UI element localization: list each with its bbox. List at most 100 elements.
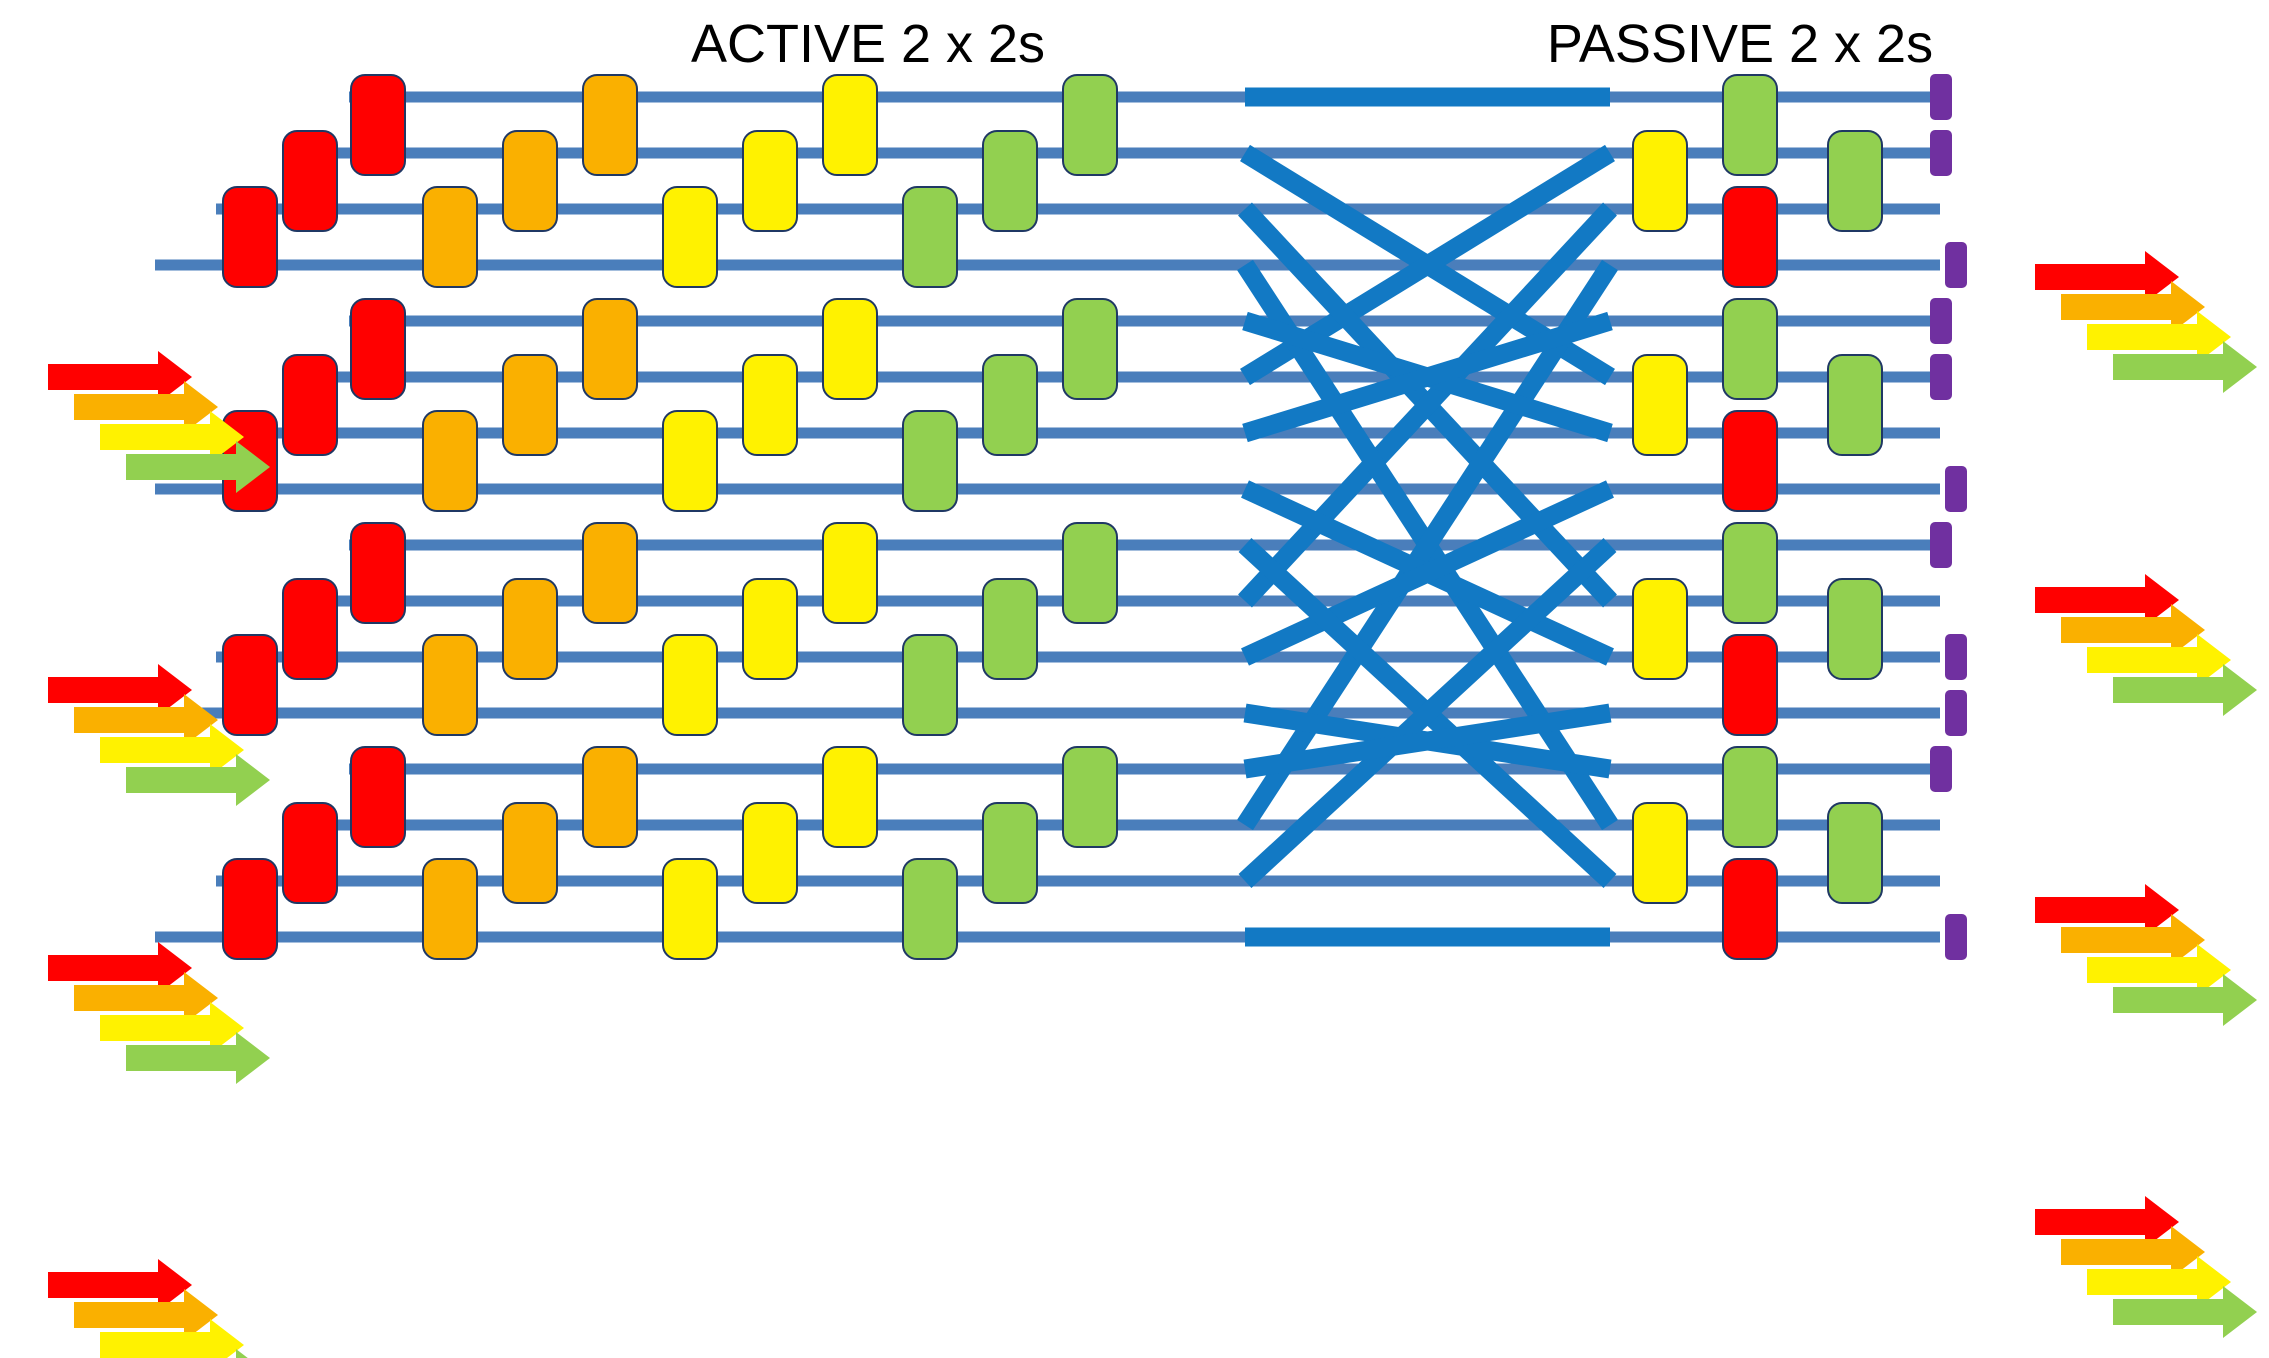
purple-detector[interactable] bbox=[1945, 914, 1967, 960]
green-2x2-coupler[interactable] bbox=[1827, 578, 1883, 680]
green-2x2-coupler[interactable] bbox=[902, 634, 958, 736]
green-2x2-coupler[interactable] bbox=[1827, 354, 1883, 456]
orange-2x2-coupler[interactable] bbox=[502, 130, 558, 232]
input-wavelength-bundle-3 bbox=[48, 942, 270, 1084]
purple-detector[interactable] bbox=[1930, 130, 1952, 176]
orange-wavelength-arrow bbox=[2061, 914, 2205, 966]
green-2x2-coupler[interactable] bbox=[1062, 298, 1118, 400]
red-wavelength-arrow bbox=[2035, 1196, 2179, 1248]
purple-detector[interactable] bbox=[1945, 634, 1967, 680]
orange-2x2-coupler[interactable] bbox=[582, 74, 638, 176]
red-2x2-coupler[interactable] bbox=[1722, 858, 1778, 960]
green-2x2-coupler[interactable] bbox=[1722, 522, 1778, 624]
yellow-2x2-coupler[interactable] bbox=[662, 410, 718, 512]
yellow-2x2-coupler[interactable] bbox=[1632, 578, 1688, 680]
green-2x2-coupler[interactable] bbox=[1062, 522, 1118, 624]
red-2x2-coupler[interactable] bbox=[1722, 410, 1778, 512]
red-2x2-coupler[interactable] bbox=[282, 802, 338, 904]
red-2x2-coupler[interactable] bbox=[282, 130, 338, 232]
green-2x2-coupler[interactable] bbox=[982, 802, 1038, 904]
red-wavelength-arrow bbox=[2035, 574, 2179, 626]
green-2x2-coupler[interactable] bbox=[1827, 130, 1883, 232]
orange-2x2-coupler[interactable] bbox=[582, 298, 638, 400]
yellow-2x2-coupler[interactable] bbox=[822, 522, 878, 624]
yellow-2x2-coupler[interactable] bbox=[822, 746, 878, 848]
green-2x2-coupler[interactable] bbox=[1827, 802, 1883, 904]
red-2x2-coupler[interactable] bbox=[350, 522, 406, 624]
purple-detector[interactable] bbox=[1945, 242, 1967, 288]
red-2x2-coupler[interactable] bbox=[1722, 634, 1778, 736]
yellow-2x2-coupler[interactable] bbox=[822, 298, 878, 400]
shuffle-cross-link bbox=[1243, 703, 1612, 779]
orange-2x2-coupler[interactable] bbox=[582, 522, 638, 624]
green-2x2-coupler[interactable] bbox=[982, 354, 1038, 456]
active-stage-title: ACTIVE 2 x 2s bbox=[691, 14, 1045, 74]
red-2x2-coupler[interactable] bbox=[350, 298, 406, 400]
yellow-2x2-coupler[interactable] bbox=[662, 634, 718, 736]
shuffle-cross-link bbox=[1238, 202, 1617, 608]
green-2x2-coupler[interactable] bbox=[1722, 74, 1778, 176]
orange-2x2-coupler[interactable] bbox=[422, 858, 478, 960]
yellow-2x2-coupler[interactable] bbox=[742, 578, 798, 680]
yellow-2x2-coupler[interactable] bbox=[1632, 354, 1688, 456]
purple-detector[interactable] bbox=[1930, 522, 1952, 568]
input-wavelength-bundle-4 bbox=[48, 1259, 248, 1358]
yellow-wavelength-arrow bbox=[2087, 1256, 2231, 1308]
red-2x2-coupler[interactable] bbox=[282, 354, 338, 456]
yellow-2x2-coupler[interactable] bbox=[1632, 802, 1688, 904]
purple-detector[interactable] bbox=[1930, 74, 1952, 120]
orange-2x2-coupler[interactable] bbox=[422, 634, 478, 736]
output-wavelength-bundle-2 bbox=[2035, 574, 2257, 716]
orange-wavelength-arrow bbox=[2061, 604, 2205, 656]
yellow-wavelength-arrow bbox=[2087, 944, 2231, 996]
purple-detector[interactable] bbox=[1945, 466, 1967, 512]
orange-wavelength-arrow bbox=[74, 972, 218, 1024]
green-2x2-coupler[interactable] bbox=[1722, 298, 1778, 400]
red-2x2-coupler[interactable] bbox=[1722, 186, 1778, 288]
red-2x2-coupler[interactable] bbox=[350, 74, 406, 176]
red-2x2-coupler[interactable] bbox=[282, 578, 338, 680]
yellow-2x2-coupler[interactable] bbox=[1632, 130, 1688, 232]
yellow-2x2-coupler[interactable] bbox=[662, 858, 718, 960]
red-2x2-coupler[interactable] bbox=[222, 634, 278, 736]
orange-wavelength-arrow bbox=[74, 1289, 218, 1341]
purple-detector[interactable] bbox=[1930, 746, 1952, 792]
orange-2x2-coupler[interactable] bbox=[502, 578, 558, 680]
green-2x2-coupler[interactable] bbox=[902, 410, 958, 512]
red-2x2-coupler[interactable] bbox=[222, 186, 278, 288]
green-wavelength-arrow bbox=[2113, 664, 2257, 716]
purple-detector[interactable] bbox=[1945, 690, 1967, 736]
green-wavelength-arrow bbox=[236, 1349, 248, 1358]
orange-2x2-coupler[interactable] bbox=[422, 410, 478, 512]
purple-detector[interactable] bbox=[1930, 354, 1952, 400]
green-2x2-coupler[interactable] bbox=[982, 130, 1038, 232]
red-wavelength-arrow bbox=[48, 942, 192, 994]
orange-2x2-coupler[interactable] bbox=[422, 186, 478, 288]
green-2x2-coupler[interactable] bbox=[1062, 74, 1118, 176]
orange-2x2-coupler[interactable] bbox=[502, 354, 558, 456]
green-2x2-coupler[interactable] bbox=[1722, 746, 1778, 848]
green-2x2-coupler[interactable] bbox=[902, 186, 958, 288]
yellow-2x2-coupler[interactable] bbox=[742, 354, 798, 456]
green-wavelength-arrow bbox=[126, 441, 270, 493]
red-wavelength-arrow bbox=[48, 351, 192, 403]
purple-detector[interactable] bbox=[1930, 298, 1952, 344]
yellow-2x2-coupler[interactable] bbox=[662, 186, 718, 288]
yellow-wavelength-arrow bbox=[2087, 634, 2231, 686]
red-2x2-coupler[interactable] bbox=[222, 858, 278, 960]
green-2x2-coupler[interactable] bbox=[902, 858, 958, 960]
green-2x2-coupler[interactable] bbox=[1062, 746, 1118, 848]
yellow-2x2-coupler[interactable] bbox=[742, 130, 798, 232]
red-wavelength-arrow bbox=[48, 1259, 192, 1311]
output-wavelength-bundle-4 bbox=[2035, 1196, 2257, 1338]
shuffle-cross-link bbox=[1241, 480, 1614, 666]
red-wavelength-arrow bbox=[2035, 251, 2179, 303]
yellow-wavelength-arrow bbox=[2087, 311, 2231, 363]
yellow-2x2-coupler[interactable] bbox=[822, 74, 878, 176]
yellow-2x2-coupler[interactable] bbox=[742, 802, 798, 904]
green-2x2-coupler[interactable] bbox=[982, 578, 1038, 680]
orange-2x2-coupler[interactable] bbox=[582, 746, 638, 848]
red-2x2-coupler[interactable] bbox=[350, 746, 406, 848]
green-wavelength-arrow bbox=[126, 1032, 270, 1084]
orange-2x2-coupler[interactable] bbox=[502, 802, 558, 904]
